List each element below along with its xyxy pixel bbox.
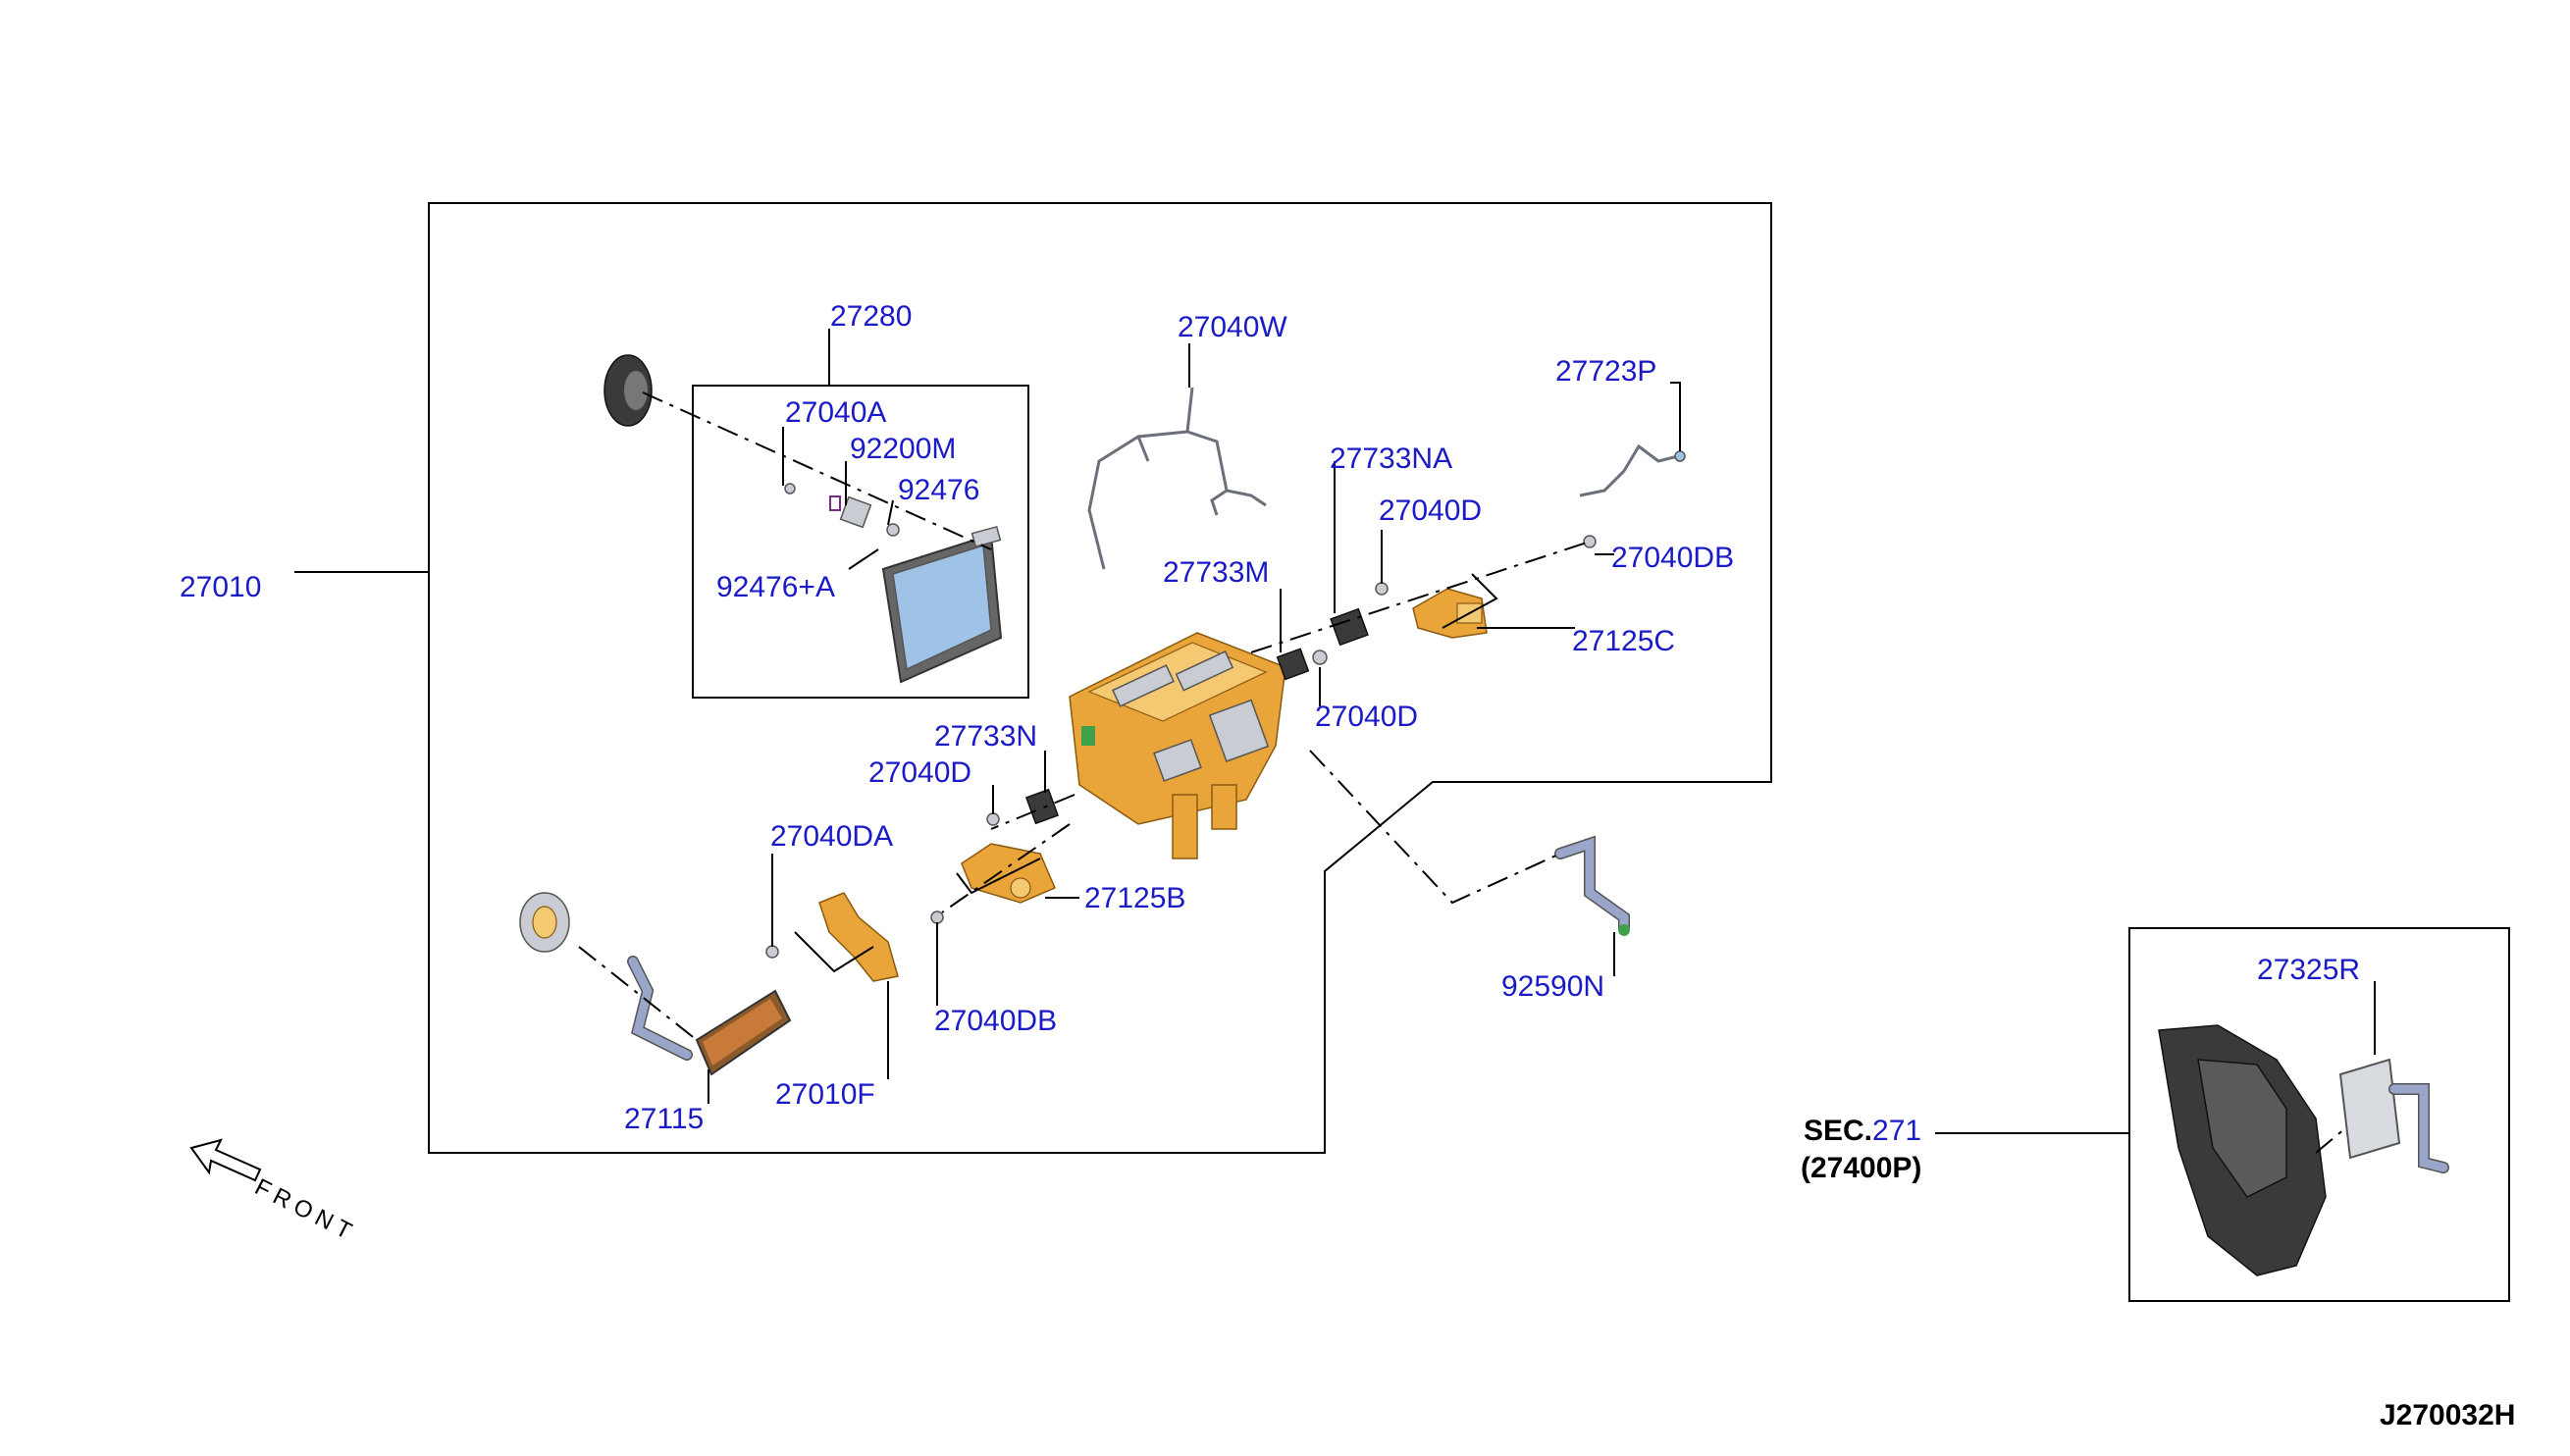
section-prefix: SEC. (1804, 1115, 1872, 1147)
resistor-92200M (829, 495, 872, 529)
duct-27010F (818, 892, 899, 982)
part-label-27325R: 27325R (2257, 954, 2360, 986)
housing-27400P (2158, 1024, 2327, 1276)
section-reference: SEC.271 (1804, 1115, 1921, 1147)
wiring-harness-27040W (1087, 387, 1267, 570)
part-label-92476A: 92476+A (716, 571, 835, 603)
separate-assembly-frame (2128, 927, 2510, 1302)
alignment-line (1309, 750, 1561, 905)
screw-27040A (784, 483, 796, 494)
part-label-92200M: 92200M (850, 433, 956, 465)
leader-lines (294, 329, 2376, 1134)
alignment-line (1250, 541, 1591, 653)
actuator-27733NA (1330, 607, 1369, 647)
part-label-27115: 27115 (624, 1103, 704, 1135)
part-label-27733NA: 27733NA (1330, 442, 1452, 475)
part-label-27040DA: 27040DA (770, 820, 893, 853)
part-label-27280: 27280 (830, 300, 912, 333)
part-label-27040W: 27040W (1178, 311, 1287, 343)
section-number[interactable]: 271 (1872, 1115, 1921, 1147)
screw-27040DB-top (1583, 535, 1597, 548)
heater-core-27325R (2338, 1058, 2449, 1173)
seal-92476 (886, 523, 900, 537)
bracket-line (956, 858, 1041, 895)
part-label-27733M: 27733M (1163, 556, 1269, 589)
part-label-27010: 27010 (180, 571, 261, 603)
alignment-line (642, 391, 992, 550)
screw-27040DB-bottom (930, 910, 944, 924)
actuator-27733M (1276, 648, 1328, 681)
sensor-wire-27723P (1579, 443, 1686, 497)
part-label-27040A: 27040A (785, 396, 886, 429)
part-label-27040D-2: 27040D (1315, 701, 1418, 733)
part-label-27125C: 27125C (1572, 625, 1675, 657)
front-label: FRONT (250, 1173, 361, 1247)
subassembly-frame-27280 (692, 385, 1029, 699)
alignment-line (941, 823, 1071, 913)
part-label-27733N: 27733N (934, 720, 1037, 753)
bracket-line (794, 931, 874, 973)
duct-27125B (961, 843, 1056, 904)
alignment-line (578, 946, 698, 1041)
heater-core-27115 (519, 892, 792, 1076)
part-label-92476: 92476 (898, 474, 979, 506)
front-arrow-icon (189, 1138, 262, 1182)
section-sub-reference: (27400P) (1801, 1152, 1921, 1184)
assembly-frame (428, 202, 1772, 1154)
screw-27040D-top (1375, 582, 1389, 596)
evaporator-core (881, 525, 1003, 684)
part-label-27125B: 27125B (1084, 882, 1185, 914)
part-label-27040D-1: 27040D (1379, 494, 1482, 527)
alignment-line (2315, 1127, 2346, 1154)
screw-27040D-left (986, 812, 1000, 826)
alignment-line (990, 794, 1075, 830)
part-label-27040D-3: 27040D (868, 756, 971, 789)
part-label-27010F: 27010F (775, 1078, 875, 1111)
part-label-92590N: 92590N (1501, 970, 1604, 1003)
heater-unit-main (1069, 632, 1286, 859)
duct-27125C (1412, 588, 1488, 639)
screw-27040DA (765, 945, 779, 959)
diagram-code: J270032H (2380, 1399, 2515, 1431)
part-label-27040DB-1: 27040DB (1611, 542, 1734, 574)
blower-ring-part (603, 354, 653, 427)
actuator-27733N (1024, 788, 1060, 825)
part-label-27723P: 27723P (1555, 355, 1656, 388)
pipe-92590N (1554, 835, 1630, 936)
bracket-line (1442, 573, 1498, 629)
part-label-27040DB-2: 27040DB (934, 1005, 1057, 1037)
